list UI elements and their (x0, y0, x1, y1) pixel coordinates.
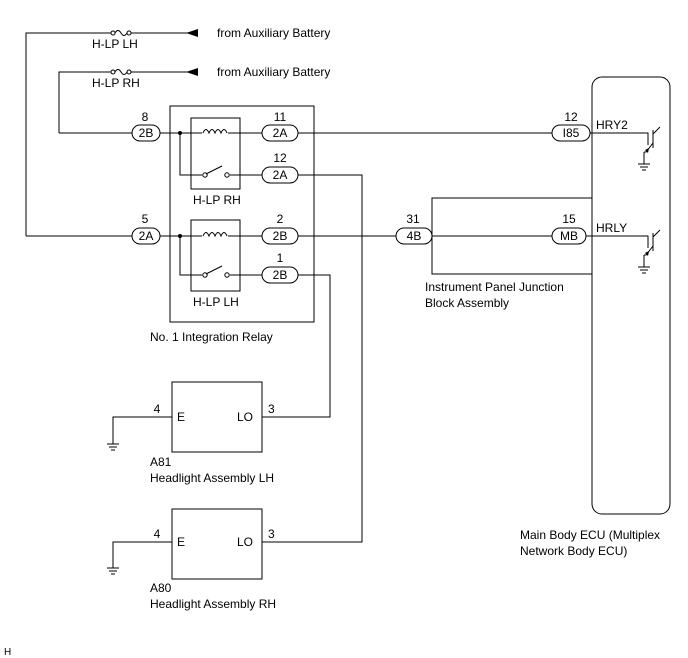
lower-relay-coil-icon (202, 232, 228, 238)
connector-2: 2 2B (261, 212, 299, 245)
connector-code: 2B (273, 229, 288, 243)
connector-1: 1 2B (261, 251, 299, 284)
pin-number: 5 (142, 212, 149, 226)
terminal-hry2-label: HRY2 (596, 118, 628, 132)
headlight-rh-code: A80 (150, 581, 172, 595)
integration-relay-name: No. 1 Integration Relay (150, 330, 273, 344)
upper-relay-coil-icon (202, 129, 228, 135)
lower-switch-contact-icon (224, 272, 230, 278)
connector-code: I85 (563, 126, 580, 140)
headlight-rh-name: Headlight Assembly RH (150, 597, 276, 611)
transistor-hry2-icon (592, 126, 661, 171)
connector-12: 12 2A (261, 151, 299, 184)
fuse-rh (110, 69, 132, 75)
connector-code: 2B (273, 268, 288, 282)
headlight-lh-box (171, 381, 263, 453)
ground-icon (107, 443, 119, 451)
connector-code: 2A (273, 168, 288, 182)
headlight-rh-box (171, 508, 263, 580)
headlight-lh-name: Headlight Assembly LH (150, 471, 274, 485)
ecu-name-line2: Network Body ECU) (520, 544, 627, 558)
upper-relay-unit (190, 117, 241, 190)
arrow-icon (186, 29, 198, 37)
connector-code: MB (560, 229, 578, 243)
integration-relay-box (169, 105, 315, 323)
terminal-hrly-label: HRLY (596, 221, 627, 235)
junction-dot (178, 234, 182, 238)
wire-headlight-rh-ground (112, 541, 172, 568)
headlight-lh-terminal-lo: LO (237, 410, 253, 424)
wire-1-to-headlight-lh (262, 274, 331, 418)
pin-number: 12 (564, 110, 578, 124)
source-lh-label: from Auxiliary Battery (217, 26, 330, 40)
wire-fuse-lh (25, 32, 112, 236)
wire-lower-switch-feed (179, 236, 202, 276)
connector-4b: 31 4B (395, 212, 433, 245)
wire-headlight-lh-ground (112, 416, 172, 444)
junction-dot (178, 131, 182, 135)
upper-relay-label: H-LP RH (193, 193, 241, 207)
source-rh-label: from Auxiliary Battery (217, 65, 330, 79)
connector-code: 2A (273, 126, 288, 140)
arrow-icon (186, 68, 198, 76)
lower-relay-unit (190, 219, 241, 292)
headlight-rh-terminal-lo: LO (237, 535, 253, 549)
headlight-lh-pin-e: 4 (154, 402, 161, 416)
headlight-lh-pin-lo: 3 (268, 402, 275, 416)
ecu-name-line1: Main Body ECU (Multiplex (520, 528, 660, 542)
pin-number: 8 (142, 110, 149, 124)
ground-icon (107, 567, 119, 575)
connector-i85: 12 I85 (551, 110, 591, 142)
main-body-ecu-box (591, 76, 671, 515)
headlight-lh-code: A81 (150, 455, 172, 469)
connector-5: 5 2A (131, 212, 161, 245)
wire-fuse-rh (58, 71, 112, 133)
headlight-lh-terminal-e: E (177, 410, 185, 424)
connector-code: 4B (407, 229, 422, 243)
pin-number: 11 (274, 110, 287, 124)
transistor-hrly-icon (592, 229, 661, 274)
wire-12-to-headlight-rh (262, 174, 363, 543)
upper-switch-contact-icon (224, 172, 230, 178)
pin-number: 12 (273, 151, 287, 165)
wire-upper-switch-feed (179, 133, 202, 176)
headlight-rh-pin-lo: 3 (268, 527, 275, 541)
connector-11: 11 2A (261, 110, 299, 142)
lower-relay-label: H-LP LH (193, 295, 239, 309)
upper-switch-blade-icon (205, 165, 223, 175)
connector-code: 2A (139, 229, 154, 243)
connector-code: 2B (139, 126, 154, 140)
headlight-rh-terminal-e: E (177, 535, 185, 549)
fuse-lh (110, 30, 132, 36)
connector-8: 8 2B (131, 110, 161, 142)
pin-number: 1 (277, 251, 284, 265)
junction-block-name-line1: Instrument Panel Junction (425, 280, 564, 294)
pin-number: 2 (277, 212, 284, 226)
junction-block-name-line2: Block Assembly (425, 296, 509, 310)
pin-number: 15 (562, 212, 576, 226)
connector-mb: 15 MB (551, 212, 587, 245)
lower-switch-blade-icon (205, 265, 223, 275)
figure-mark: H (4, 647, 11, 658)
headlight-rh-pin-e: 4 (154, 527, 161, 541)
fuse-rh-label: H-LP RH (92, 76, 140, 90)
fuse-lh-label: H-LP LH (92, 37, 138, 51)
pin-number: 31 (406, 212, 420, 226)
